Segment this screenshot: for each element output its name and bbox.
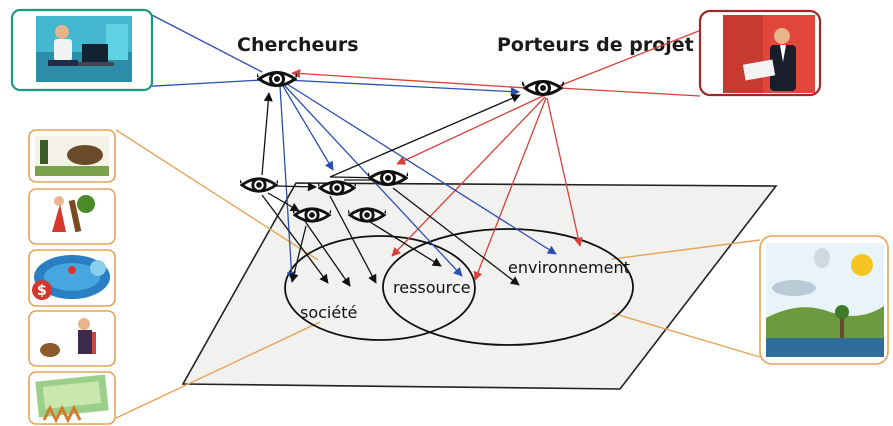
- environnement-label: environnement: [508, 258, 630, 277]
- porteurs-label: Porteurs de projet: [497, 34, 694, 56]
- chicken-person-icon: [28, 310, 116, 367]
- businessman-reading-icon: [698, 9, 822, 97]
- red-arrows: [291, 24, 715, 281]
- cash-icon: [28, 371, 116, 425]
- societe-label: société: [300, 303, 357, 322]
- eye-icon: [240, 177, 278, 193]
- black-arrows: [261, 92, 521, 287]
- water-cycle-icon: [759, 235, 889, 365]
- ressource-label: ressource: [393, 278, 471, 297]
- chercheurs-eye-icon: [257, 71, 297, 87]
- porteurs-eye-icon: [522, 79, 564, 97]
- environnement-set: [382, 228, 634, 346]
- context-plane: [181, 182, 778, 390]
- worker-tree-icon: [28, 188, 116, 245]
- svg-text:$: $: [37, 283, 47, 299]
- researcher-computer-icon: [10, 8, 154, 92]
- farmer-ox-icon: [28, 129, 116, 183]
- orange-connectors: [115, 129, 761, 419]
- societe-set: [284, 235, 476, 341]
- eye-icon: [368, 170, 408, 186]
- money-globe-icon: $: [28, 249, 116, 307]
- chercheurs-label: Chercheurs: [237, 34, 359, 56]
